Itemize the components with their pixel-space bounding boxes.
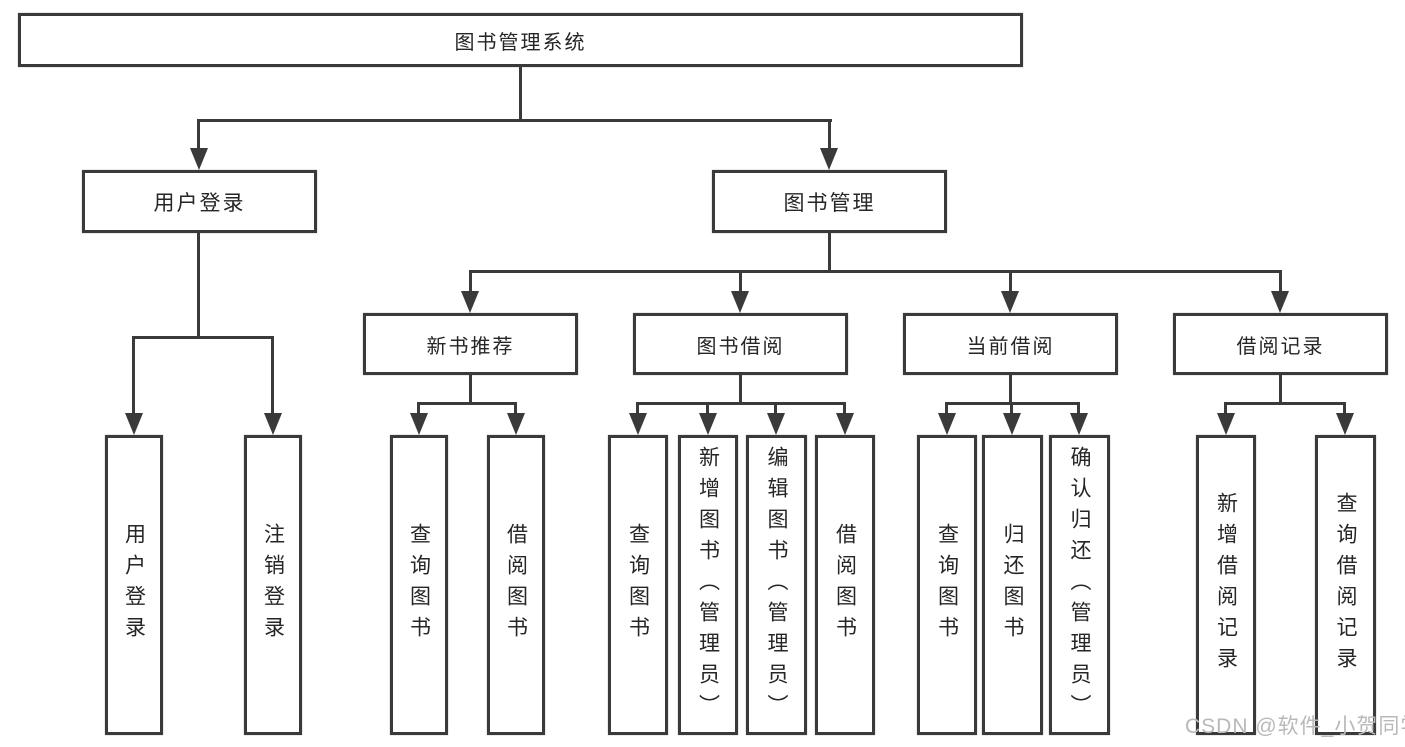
connector-current-stem bbox=[1009, 375, 1012, 404]
node-current-borrowing-label: 当前借阅 bbox=[966, 335, 1055, 358]
node-library-system: 图书管理系统 bbox=[18, 13, 1023, 67]
arrow-confirm-return bbox=[1070, 413, 1088, 435]
node-library-system-label: 图书管理系统 bbox=[454, 31, 587, 54]
arrow-current bbox=[1001, 291, 1019, 313]
csdn-watermark: CSDN @软件_小贺同学 bbox=[1185, 715, 1405, 738]
leaf-borrow-books-recommend-label: 借阅图书 bbox=[504, 523, 528, 647]
arrow-edit-book bbox=[767, 413, 785, 435]
leaf-query-books-borrow-label: 查询图书 bbox=[626, 523, 650, 647]
leaf-confirm-return-admin-label: 确认归还（管理员） bbox=[1068, 445, 1091, 725]
connector-user-login-split bbox=[132, 336, 274, 339]
arrow-borrow bbox=[731, 291, 749, 313]
connector-stub bbox=[1343, 404, 1346, 414]
arrow-add-record bbox=[1217, 413, 1235, 435]
leaf-query-books-recommend-label: 查询图书 bbox=[407, 523, 431, 647]
connector-borrow-split bbox=[636, 402, 846, 405]
arrow-add-book bbox=[699, 413, 717, 435]
arrow-login-leaf bbox=[125, 413, 143, 435]
connector-records-split bbox=[1224, 402, 1346, 405]
leaf-query-borrow-record-label: 查询借阅记录 bbox=[1334, 492, 1357, 678]
arrow-records bbox=[1271, 291, 1289, 313]
connector-stub bbox=[843, 404, 846, 414]
node-new-book-recommend: 新书推荐 bbox=[363, 313, 578, 375]
arrow-query-books-2 bbox=[629, 413, 647, 435]
connector-root-split bbox=[197, 119, 832, 122]
leaf-return-book-label: 归还图书 bbox=[1001, 523, 1024, 647]
leaf-user-login-label: 用户登录 bbox=[122, 523, 146, 647]
connector-stub bbox=[774, 404, 777, 414]
node-book-management: 图书管理 bbox=[712, 170, 947, 233]
arrow-logout-leaf bbox=[264, 413, 282, 435]
arrow-return-book bbox=[1003, 413, 1021, 435]
arrow-borrow-books-2 bbox=[836, 413, 854, 435]
leaf-add-borrow-record-label: 新增借阅记录 bbox=[1214, 492, 1238, 678]
connector-book-mgmt-stem bbox=[828, 233, 831, 272]
leaf-borrow-books-label: 借阅图书 bbox=[833, 523, 857, 647]
connector-drop-borrow bbox=[739, 272, 742, 291]
leaf-query-books-current-label: 查询图书 bbox=[935, 523, 959, 647]
connector-new-books-split bbox=[417, 402, 517, 405]
leaf-add-book-admin-label: 新增图书（管理员） bbox=[696, 445, 720, 725]
node-borrowing-records-label: 借阅记录 bbox=[1236, 335, 1325, 358]
connector-drop-logout-leaf bbox=[271, 337, 274, 413]
connector-stub bbox=[636, 404, 639, 414]
connector-drop-records bbox=[1279, 272, 1282, 291]
connector-drop-user-login bbox=[197, 120, 200, 148]
connector-stub bbox=[1077, 404, 1080, 414]
arrow-query-record bbox=[1336, 413, 1354, 435]
connector-stub bbox=[945, 404, 948, 414]
leaf-query-borrow-record: 查询借阅记录 bbox=[1315, 435, 1376, 735]
arrow-new-books bbox=[461, 291, 479, 313]
leaf-user-login: 用户登录 bbox=[105, 435, 163, 735]
connector-stub bbox=[417, 404, 420, 414]
leaf-confirm-return-admin: 确认归还（管理员） bbox=[1049, 435, 1110, 735]
connector-current-split bbox=[945, 402, 1080, 405]
leaf-edit-book-admin-label: 编辑图书（管理员） bbox=[765, 445, 788, 725]
node-book-borrowing: 图书借阅 bbox=[633, 313, 848, 375]
arrow-user-login bbox=[190, 148, 208, 170]
leaf-query-books-recommend: 查询图书 bbox=[390, 435, 448, 735]
arrow-query-books-1 bbox=[410, 413, 428, 435]
connector-drop-login-leaf bbox=[132, 337, 135, 413]
node-borrowing-records: 借阅记录 bbox=[1173, 313, 1388, 375]
leaf-logout: 注销登录 bbox=[244, 435, 302, 735]
connector-borrow-stem bbox=[739, 375, 742, 404]
leaf-add-book-admin: 新增图书（管理员） bbox=[678, 435, 738, 735]
arrow-book-mgmt bbox=[820, 148, 838, 170]
arrow-query-books-3 bbox=[938, 413, 956, 435]
connector-book-mgmt-split bbox=[469, 270, 1282, 273]
connector-stub bbox=[1010, 404, 1013, 414]
leaf-query-books-borrow: 查询图书 bbox=[608, 435, 668, 735]
connector-root-stem bbox=[519, 67, 522, 120]
connector-drop-current bbox=[1009, 272, 1012, 291]
connector-new-books-stem bbox=[469, 375, 472, 404]
connector-records-stem bbox=[1279, 375, 1282, 404]
node-current-borrowing: 当前借阅 bbox=[903, 313, 1118, 375]
node-user-login-label: 用户登录 bbox=[153, 191, 246, 215]
connector-stub bbox=[514, 404, 517, 414]
leaf-query-books-current: 查询图书 bbox=[917, 435, 977, 735]
node-book-borrowing-label: 图书借阅 bbox=[696, 335, 785, 358]
node-user-login: 用户登录 bbox=[82, 170, 317, 233]
connector-stub bbox=[1224, 404, 1227, 414]
leaf-borrow-books: 借阅图书 bbox=[815, 435, 875, 735]
connector-drop-new-books bbox=[469, 272, 472, 291]
leaf-edit-book-admin: 编辑图书（管理员） bbox=[746, 435, 807, 735]
leaf-return-book: 归还图书 bbox=[982, 435, 1043, 735]
connector-stub bbox=[706, 404, 709, 414]
arrow-borrow-books-1 bbox=[507, 413, 525, 435]
leaf-logout-label: 注销登录 bbox=[261, 523, 285, 647]
leaf-add-borrow-record: 新增借阅记录 bbox=[1196, 435, 1256, 735]
connector-drop-book-mgmt bbox=[828, 120, 831, 148]
node-new-book-recommend-label: 新书推荐 bbox=[426, 335, 515, 358]
connector-user-login-stem bbox=[197, 233, 200, 337]
leaf-borrow-books-recommend: 借阅图书 bbox=[487, 435, 545, 735]
node-book-management-label: 图书管理 bbox=[783, 191, 876, 215]
